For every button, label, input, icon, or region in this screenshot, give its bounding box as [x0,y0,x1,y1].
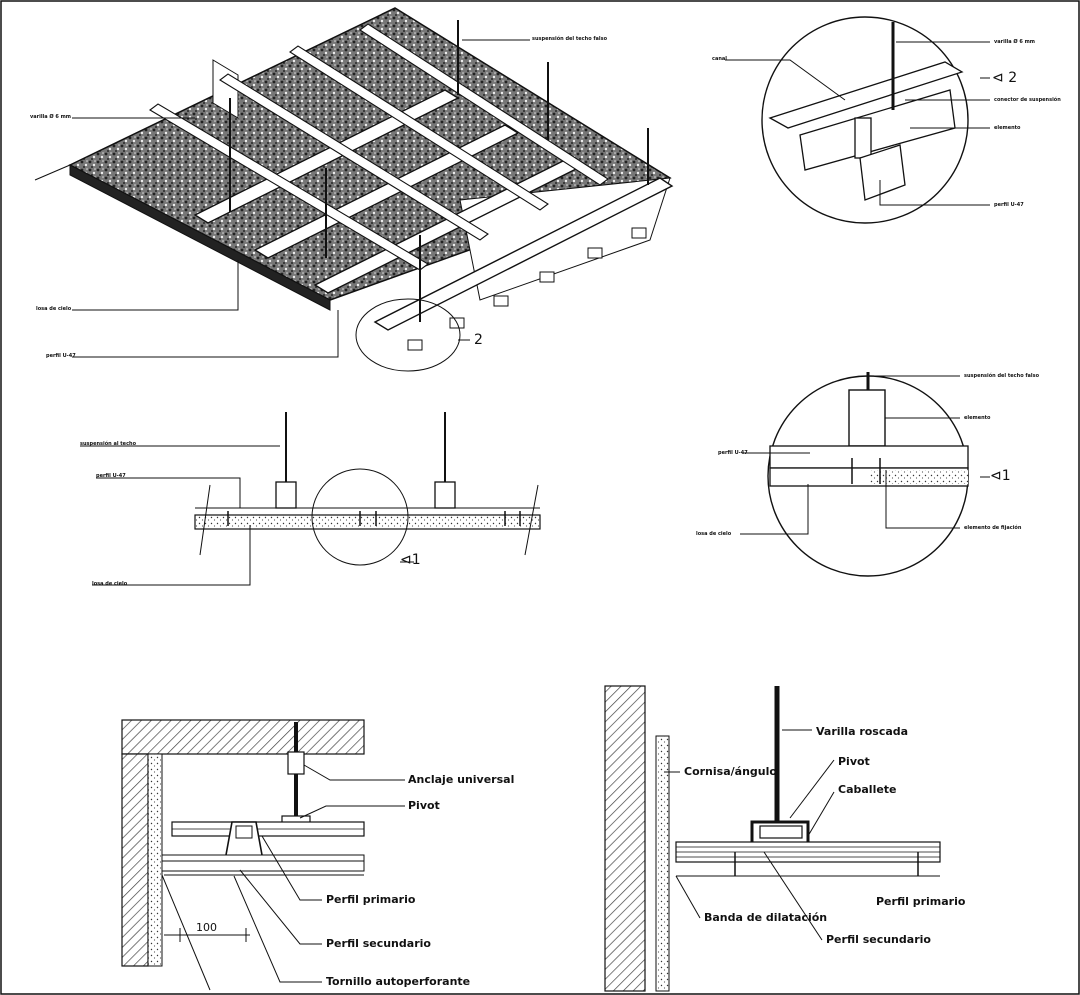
detail1-label-fixing: elemento de fijación [964,525,1022,531]
bottom-right-detail [604,685,941,992]
section-label-hanger: suspensión al techo [80,441,137,447]
detail2-label-profile: perfil U-47 [994,202,1024,208]
br-label-secondary: Perfil secundario [826,933,931,946]
section-label-profile: perfil U-47 [96,473,126,479]
detail1-ref: ⊲1 [990,468,1011,484]
detail2-label-rod: varilla Ø 6 mm [994,39,1035,45]
detail1-label-element: elemento [964,415,991,421]
bl-label-anchor: Anclaje universal [408,773,515,786]
br-label-joint: Banda de dilatación [704,911,828,924]
detail2-label-element: elemento [994,125,1021,131]
bl-label-primary: Perfil primario [326,893,416,906]
section-label-board: losa de cielo [92,581,128,587]
bl-label-screw: Tornillo autoperforante [326,975,471,988]
bottom-left-detail [121,719,405,991]
isometric-ceiling-view [34,7,674,372]
iso-callout-number: 2 [474,332,483,348]
detail1-label-profile: perfil U-47 [718,450,748,456]
detail1-label-board: losa de cielo [696,531,732,537]
br-label-rod: Varilla roscada [816,725,909,738]
detail1-label-top: suspensión del techo falso [964,373,1040,379]
br-label-primary: Perfil primario [876,895,966,908]
detail-1-view [740,372,990,577]
section-view [80,412,541,586]
iso-label-board: losa de cielo [36,306,72,312]
br-label-wall-angle: Cornisa/ángulo [684,765,777,778]
section-ref-number: 1 [411,552,421,568]
br-label-pivot: Pivot [838,755,870,768]
iso-callout-circle [355,298,461,372]
detail2-ref: ⊲ 2 [992,70,1018,86]
bl-label-secondary: Perfil secundario [326,937,431,950]
detail1-ref-number: 1 [1001,468,1011,484]
iso-label-left-rod: varilla Ø 6 mm [30,114,71,120]
detail2-ref-number: 2 [1008,70,1018,86]
iso-label-top-hanger: suspensión del techo falso [532,36,608,42]
iso-label-profile: perfil U-47 [46,353,76,359]
detail2-label-connector: conector de suspensión [994,97,1061,103]
detail-2-view [725,16,990,224]
section-ref: ⊲1 [400,552,421,568]
bl-dimension: 100 [196,921,217,934]
bl-label-pivot: Pivot [408,799,440,812]
detail2-label-left: canal [712,56,727,62]
br-label-cap: Caballete [838,783,897,796]
